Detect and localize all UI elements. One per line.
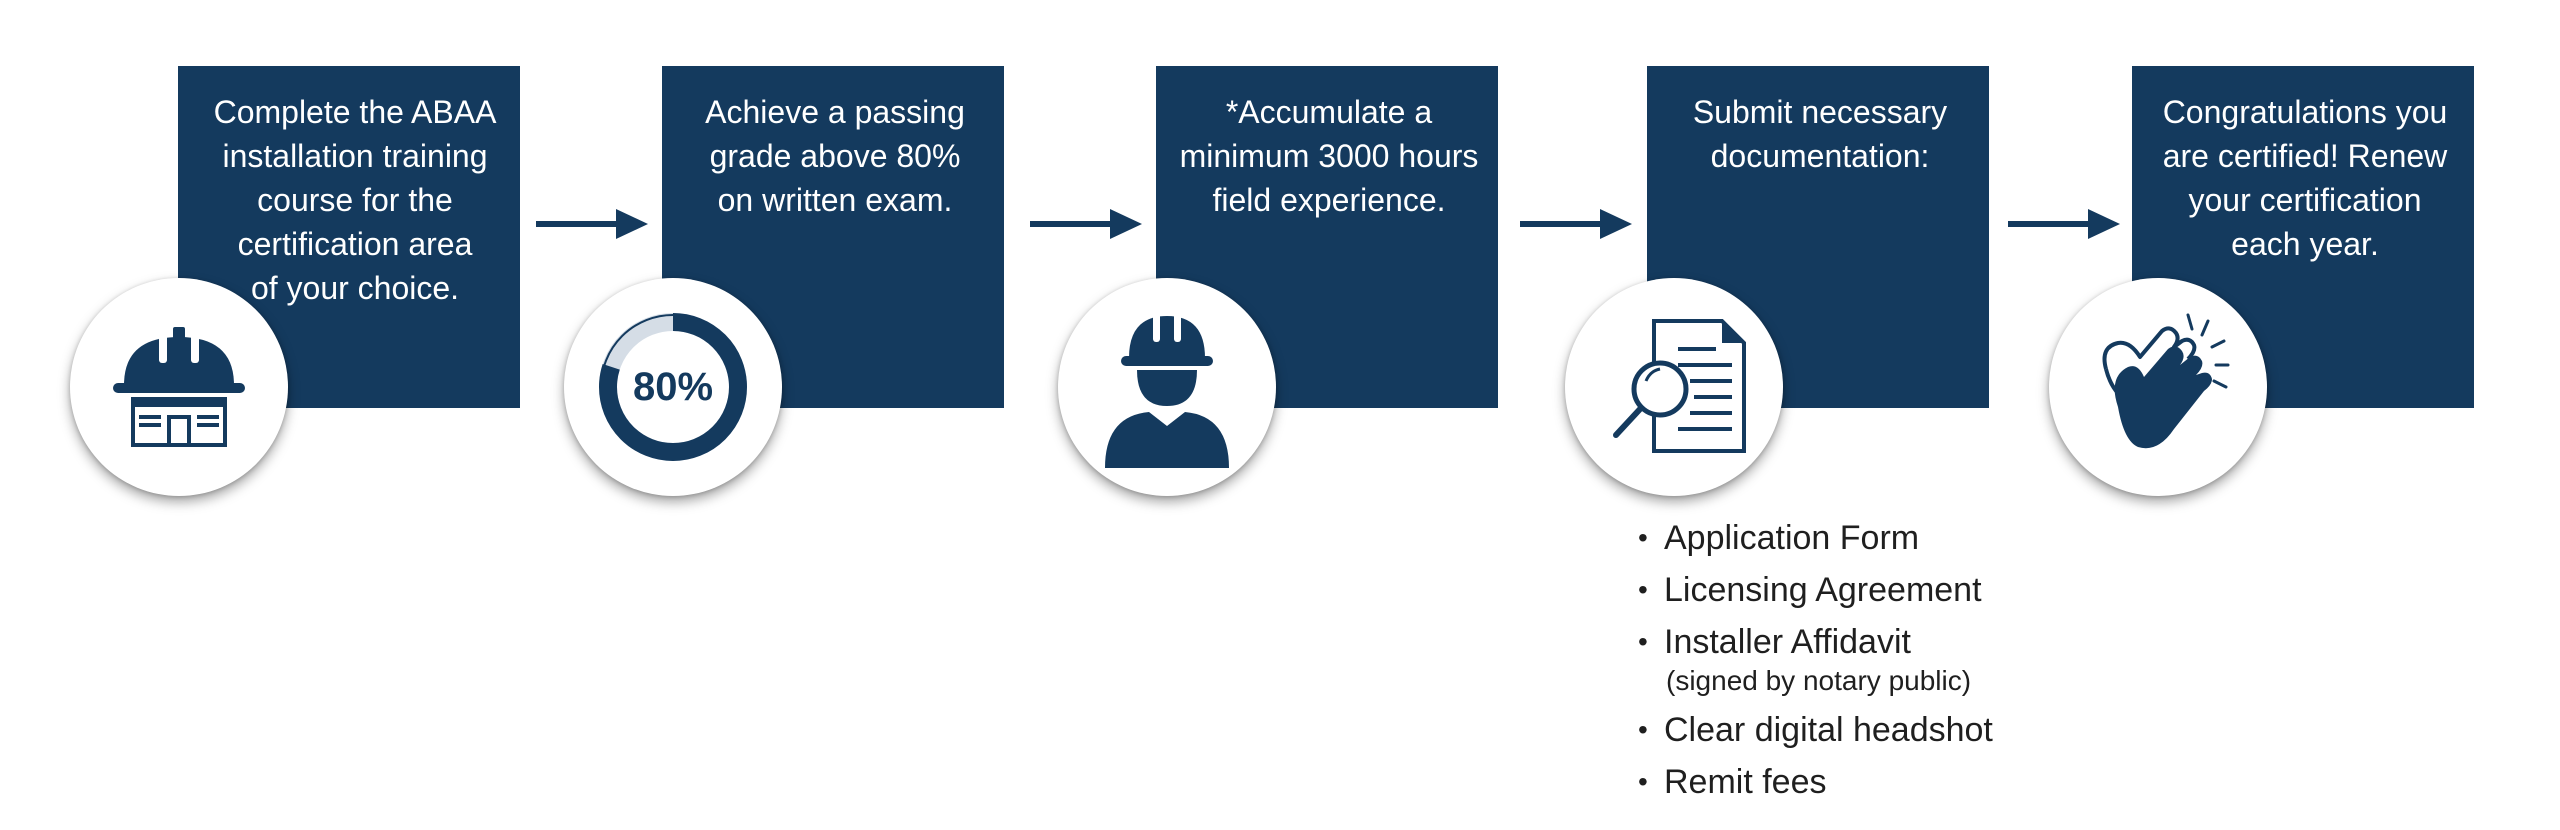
step-5-text: Congratulations you are certified! Renew… [2162,94,2448,262]
list-item-label: Licensing Agreement [1664,571,1982,609]
step-1-text: Complete the ABAA installation training … [213,94,497,306]
document-magnifier-icon [1613,319,1746,453]
list-item-label: Clear digital headshot [1664,711,1993,749]
step-5-circle [2049,278,2267,496]
list-item: • Clear digital headshot [1638,710,1993,750]
step-4-text: Submit necessary documentation: [1692,94,1948,174]
step-2-text: Achieve a passing grade above 80% on wri… [705,94,965,218]
list-item: • Licensing Agreement [1638,570,1993,610]
bullet-icon: • [1638,714,1648,745]
arrow-1-icon [536,209,648,239]
documentation-list: • Application Form • Licensing Agreement… [1638,518,1993,814]
step-1-box: Complete the ABAA installation training … [178,66,520,408]
bullet-icon: • [1638,522,1648,553]
bullet-icon: • [1638,766,1648,797]
step-3-circle [1058,278,1276,496]
list-item-label: Remit fees [1664,763,1827,801]
arrow-2-icon [1030,209,1142,239]
percent-badge: 80% [632,364,714,409]
percent-ring-icon [599,313,747,461]
list-item: • Installer Affidavit (signed by notary … [1638,622,1993,698]
list-item-label: Application Form [1664,519,1920,557]
list-item-label: Installer Affidavit [1664,623,1911,661]
step-2-circle: 80% [564,278,782,496]
step-4-circle [1565,278,1783,496]
arrow-4-icon [2008,209,2120,239]
worker-icon [1105,312,1229,468]
clapping-hands-icon [2102,313,2230,449]
step-3-text: *Accumulate a minimum 3000 hours field e… [1179,94,1479,218]
arrow-3-icon [1520,209,1632,239]
step-4-box: Submit necessary documentation: [1647,66,1989,408]
hardhat-building-icon [113,327,245,447]
bullet-icon: • [1638,574,1648,605]
list-item: • Remit fees [1638,762,1993,802]
list-item: • Application Form [1638,518,1993,558]
step-2-box: Achieve a passing grade above 80% on wri… [662,66,1004,408]
list-item-note: (signed by notary public) [1666,665,1972,696]
bullet-icon: • [1638,626,1648,657]
step-1-circle [70,278,288,496]
